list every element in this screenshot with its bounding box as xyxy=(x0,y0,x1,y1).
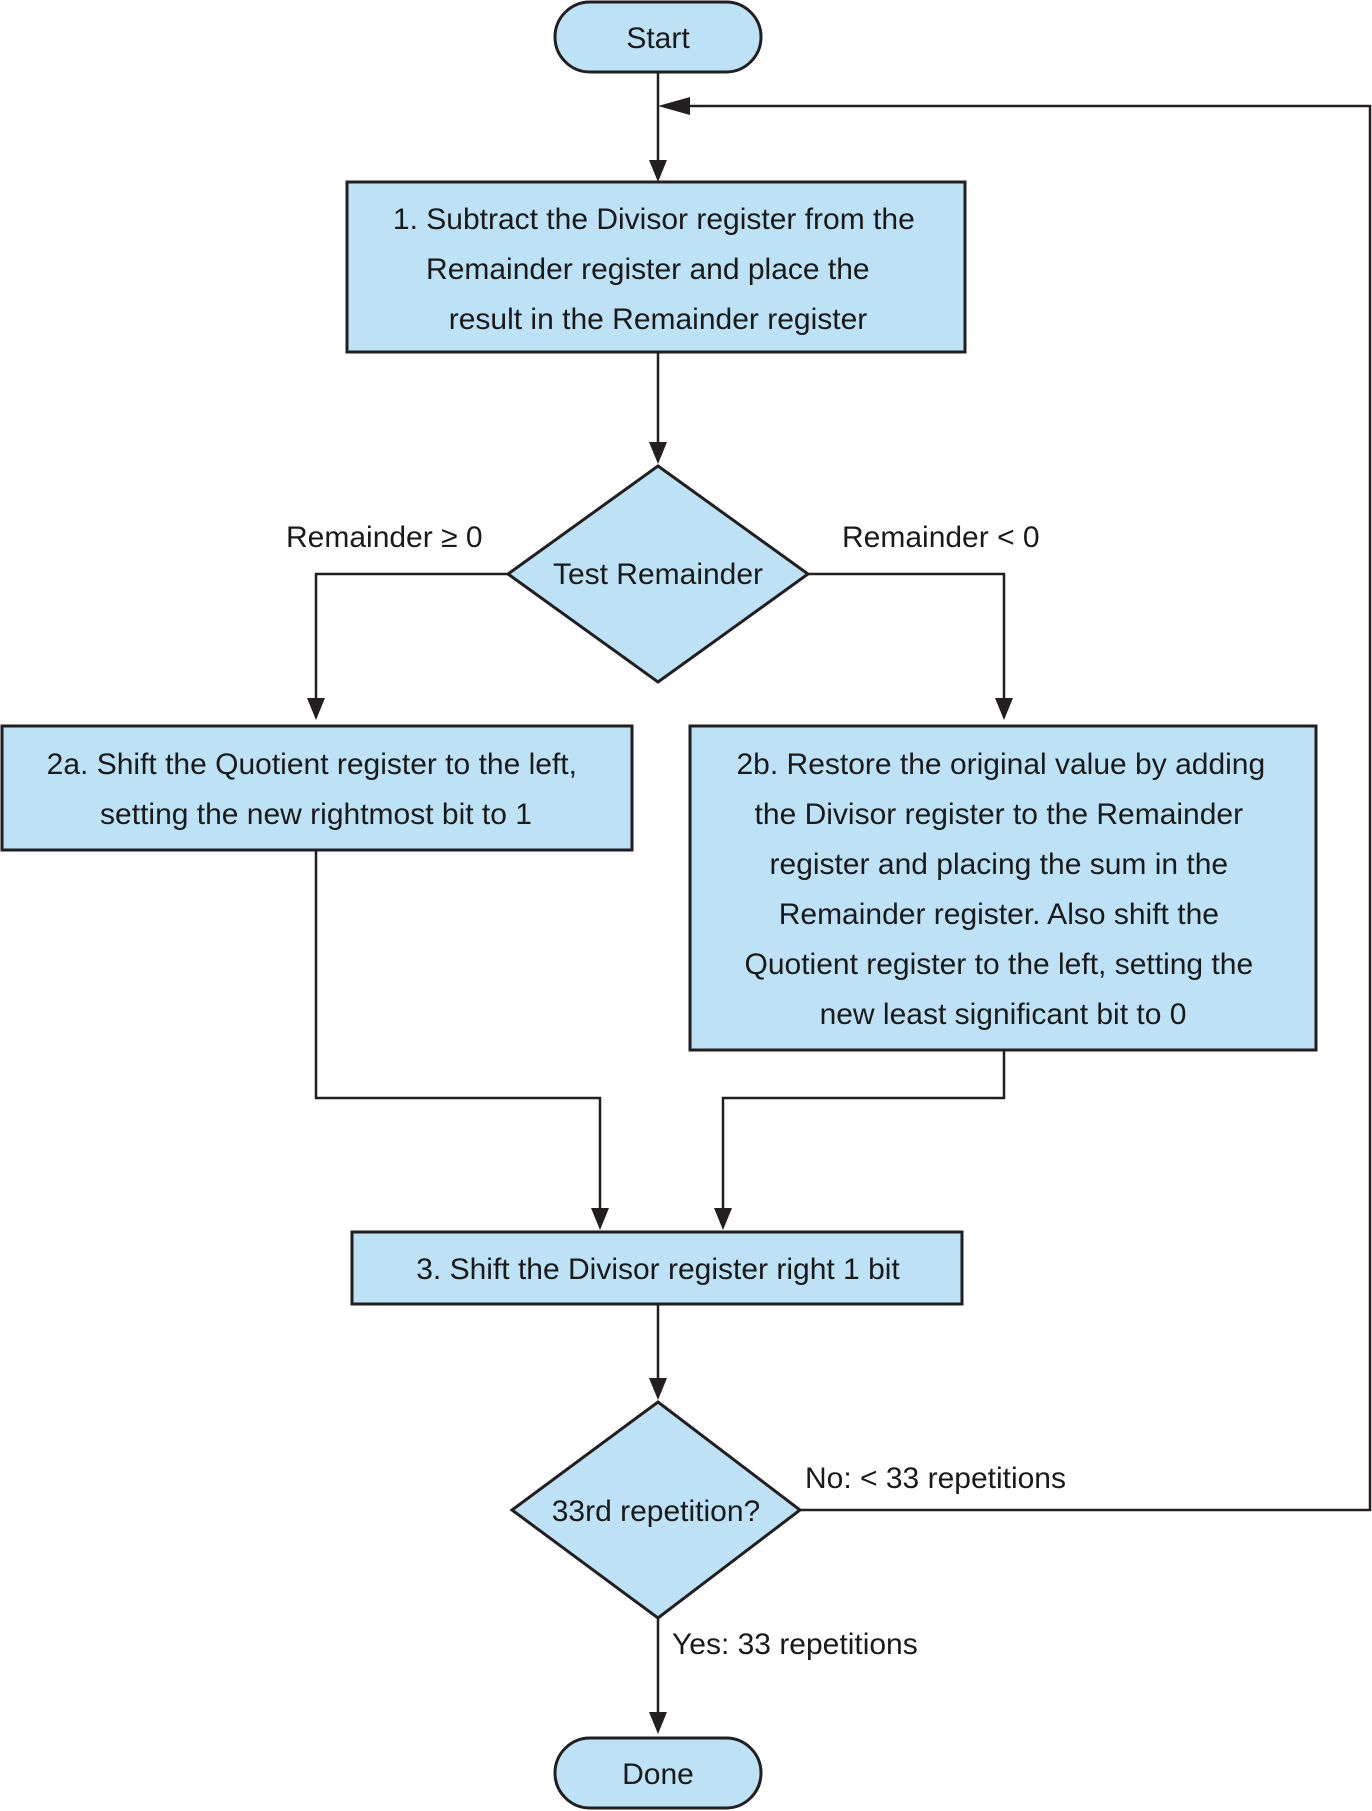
svg-text:2a. Shift the Quotient regist: 2a. Shift the Quotient register to the l… xyxy=(47,748,586,831)
repetition-label: 33rd repetition? xyxy=(552,1495,760,1528)
connector-test-2a xyxy=(314,572,508,702)
step2b-line: register and placing the sum in the xyxy=(770,848,1229,881)
done-label: Done xyxy=(622,1758,694,1791)
test-remainder-decision: Test Remainder xyxy=(505,464,811,684)
branch-label-no: No: < 33 repetitions xyxy=(805,1462,1066,1495)
arrowhead-repetition-test xyxy=(649,1378,667,1400)
arrowhead-loop-back xyxy=(658,97,690,115)
step3-box: 3. Shift the Divisor register right 1 bi… xyxy=(350,1230,964,1306)
step2b-line: Quotient register to the left, setting t… xyxy=(745,948,1254,981)
arrowhead-step3-left xyxy=(591,1208,609,1230)
connector-2b-step3 xyxy=(721,1050,1006,1212)
arrowhead-done xyxy=(649,1712,667,1734)
step3-label: 3. Shift the Divisor register right 1 bi… xyxy=(416,1253,900,1286)
arrowhead-step2a xyxy=(307,698,325,720)
arrowhead-step2b xyxy=(995,698,1013,720)
step2a-line: setting the new rightmost bit to 1 xyxy=(100,798,532,831)
done-terminal: Done xyxy=(553,1736,763,1810)
branch-label-ge: Remainder ≥ 0 xyxy=(286,521,483,554)
step1-line: result in the Remainder register xyxy=(449,303,868,336)
svg-text:2b. Restore the original valu: 2b. Restore the original value by adding… xyxy=(736,748,1273,1031)
repetition-decision: 33rd repetition? xyxy=(509,1400,803,1620)
step2b-line: Remainder register. Also shift the xyxy=(779,898,1219,931)
step2a-line: 2a. Shift the Quotient register to the l… xyxy=(47,748,577,781)
branch-label-yes: Yes: 33 repetitions xyxy=(672,1628,918,1661)
arrowhead-step1 xyxy=(649,160,667,182)
step2b-line: 2b. Restore the original value by adding xyxy=(736,748,1265,781)
step1-line: Remainder register and place the xyxy=(426,253,870,286)
branch-label-lt: Remainder < 0 xyxy=(842,521,1040,554)
connector-test-2b xyxy=(808,572,1006,702)
start-terminal: Start xyxy=(553,0,763,74)
connectors xyxy=(307,72,1372,1734)
step2b-line: new least significant bit to 0 xyxy=(820,998,1187,1031)
step2a-box: 2a. Shift the Quotient register to the l… xyxy=(0,724,634,852)
step2b-box: 2b. Restore the original value by adding… xyxy=(688,724,1318,1052)
arrowhead-test-remainder xyxy=(649,442,667,464)
step1-box: 1. Subtract the Divisor register from th… xyxy=(345,180,967,354)
step1-line: 1. Subtract the Divisor register from th… xyxy=(393,203,915,236)
test-remainder-label: Test Remainder xyxy=(553,558,763,591)
step2b-line: the Divisor register to the Remainder xyxy=(755,798,1244,831)
start-label: Start xyxy=(626,22,690,55)
arrowhead-step3-right xyxy=(714,1208,732,1230)
connector-loop-back xyxy=(672,104,1372,1512)
connector-2a-step3 xyxy=(314,850,602,1212)
svg-text:1. Subtract the Divisor regis: 1. Subtract the Divisor register from th… xyxy=(393,203,923,336)
